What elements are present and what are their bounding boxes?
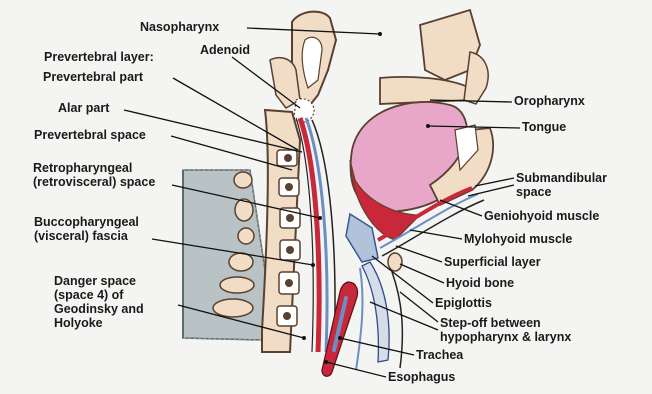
- label-prevertebral-space: Prevertebral space: [34, 128, 146, 142]
- label-oropharynx: Oropharynx: [514, 94, 585, 108]
- label-submandibular-space: Submandibular space: [516, 171, 607, 199]
- label-adenoid: Adenoid: [200, 43, 250, 57]
- label-danger-space: Danger space (space 4) of Geodinsky and …: [54, 274, 144, 330]
- cervical-spine-block: [183, 170, 268, 340]
- label-epiglottis: Epiglottis: [435, 296, 492, 310]
- skull-base: [270, 12, 336, 110]
- cervical-vertebrae: [262, 110, 300, 352]
- label-trachea: Trachea: [416, 348, 463, 362]
- label-tongue: Tongue: [522, 120, 566, 134]
- label-step-off: Step-off between hypopharynx & larynx: [440, 316, 571, 344]
- label-hyoid-bone: Hyoid bone: [446, 276, 514, 290]
- label-alar-part: Alar part: [58, 101, 109, 115]
- label-buccopharyngeal-fascia: Buccopharyngeal (visceral) fascia: [34, 215, 139, 243]
- label-geniohyoid-muscle: Geniohyoid muscle: [484, 209, 599, 223]
- prevertebral-fascia-layers: [296, 118, 335, 352]
- label-prevertebral-part: Prevertebral part: [43, 70, 143, 84]
- label-esophagus: Esophagus: [388, 370, 455, 384]
- label-prevertebral-layer: Prevertebral layer:: [44, 50, 154, 64]
- palate-nasal-region: [380, 10, 488, 104]
- label-superficial-layer: Superficial layer: [444, 255, 541, 269]
- label-nasopharynx: Nasopharynx: [140, 20, 219, 34]
- label-mylohyoid-muscle: Mylohyoid muscle: [464, 232, 572, 246]
- label-retropharyngeal-space: Retropharyngeal (retrovisceral) space: [33, 161, 155, 189]
